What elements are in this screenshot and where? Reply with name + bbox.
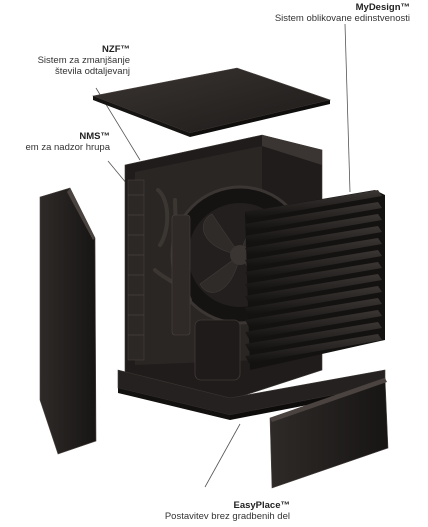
callout-mydesign-title: MyDesign™ bbox=[355, 2, 410, 13]
callout-nzf-subtitle-line1: Sistem za zmanjšanje bbox=[37, 55, 130, 66]
callout-easyplace-subtitle: Postavitev brez gradbenih del bbox=[164, 511, 290, 522]
leader-line-mydesign bbox=[344, 23, 351, 193]
compressor bbox=[194, 319, 241, 381]
control-box bbox=[171, 214, 191, 336]
callout-nms: NMS™ em za nadzor hrupa bbox=[0, 131, 111, 153]
top-lid-panel bbox=[91, 67, 332, 134]
heat-exchanger-coil bbox=[127, 179, 145, 361]
callout-easyplace-title: EasyPlace™ bbox=[233, 500, 290, 511]
callout-mydesign-subtitle: Sistem oblikovane edinstvenosti bbox=[274, 13, 410, 24]
callout-nms-subtitle: em za nadzor hrupa bbox=[25, 142, 111, 153]
callout-nzf: NZF™ Sistem za zmanjšanje števila odtalj… bbox=[0, 44, 130, 77]
callout-mydesign: MyDesign™ Sistem oblikovane edinstvenost… bbox=[200, 2, 410, 24]
callout-nzf-title: NZF™ bbox=[102, 44, 130, 55]
front-louvered-grille bbox=[245, 190, 382, 363]
callout-nms-title: NMS™ bbox=[79, 131, 110, 142]
callout-easyplace: EasyPlace™ Postavitev brez gradbenih del bbox=[140, 500, 290, 522]
leader-line-nms bbox=[107, 160, 128, 185]
callout-nzf-subtitle-line2: števila odtaljevanj bbox=[55, 66, 130, 77]
leader-line-easyplace bbox=[204, 423, 241, 488]
